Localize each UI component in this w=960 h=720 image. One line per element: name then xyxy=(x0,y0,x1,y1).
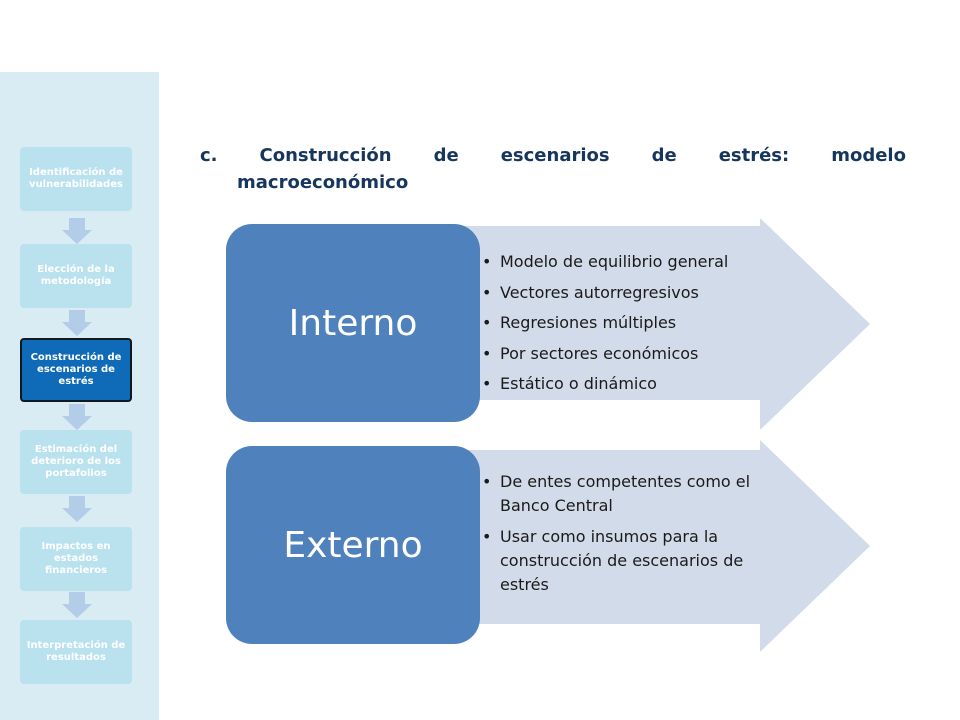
step-interpretacion[interactable]: Interpretación de resultados xyxy=(20,620,132,684)
down-arrow-icon xyxy=(62,218,92,244)
heading-prefix: c. xyxy=(200,145,218,166)
heading-line-1: c. Construcción de escenarios de estrés:… xyxy=(200,142,906,169)
interno-bullet-list: Modelo de equilibrio general Vectores au… xyxy=(478,247,798,400)
list-item: Regresiones múltiples xyxy=(478,308,798,339)
heading-word: modelo xyxy=(831,145,906,166)
step-label: Estimación del deterioro de los portafol… xyxy=(31,444,121,479)
step-label: Construcción de escenarios de estrés xyxy=(30,352,122,387)
down-arrow-icon xyxy=(62,592,92,618)
list-item: Modelo de equilibrio general xyxy=(478,247,798,278)
down-arrow-icon xyxy=(62,496,92,522)
step-estimacion[interactable]: Estimación del deterioro de los portafol… xyxy=(20,430,132,494)
category-interno[interactable]: Interno xyxy=(226,224,480,422)
list-item: Por sectores económicos xyxy=(478,339,798,370)
heading-word: estrés: xyxy=(718,145,790,166)
step-identificacion[interactable]: Identificación de vulnerabilidades xyxy=(20,147,132,211)
category-title: Externo xyxy=(283,524,423,566)
slide-heading: c. Construcción de escenarios de estrés:… xyxy=(200,142,906,196)
process-sidebar: Identificación de vulnerabilidades Elecc… xyxy=(0,72,159,720)
heading-word: de xyxy=(651,145,677,166)
step-impactos[interactable]: Impactos en estados financieros xyxy=(20,527,132,591)
heading-word: de xyxy=(433,145,459,166)
category-externo[interactable]: Externo xyxy=(226,446,480,644)
step-label: Interpretación de resultados xyxy=(26,640,126,663)
list-item: Estático o dinámico xyxy=(478,369,798,400)
step-construccion[interactable]: Construcción de escenarios de estrés xyxy=(20,338,132,402)
step-label: Impactos en estados financieros xyxy=(41,541,111,576)
step-eleccion[interactable]: Elección de la metodología xyxy=(20,244,132,308)
list-item: Usar como insumos para la construcción d… xyxy=(478,525,778,597)
heading-word: escenarios xyxy=(500,145,610,166)
step-label: Elección de la metodología xyxy=(37,264,115,287)
heading-line-2: macroeconómico xyxy=(237,172,409,193)
list-item: De entes competentes como el Banco Centr… xyxy=(478,470,778,518)
category-title: Interno xyxy=(288,302,418,344)
externo-bullet-list: De entes competentes como el Banco Centr… xyxy=(478,470,778,604)
heading-word: Construcción xyxy=(259,145,392,166)
list-item: Vectores autorregresivos xyxy=(478,278,798,309)
step-label: Identificación de vulnerabilidades xyxy=(29,167,123,190)
down-arrow-icon xyxy=(62,404,92,430)
down-arrow-icon xyxy=(62,310,92,336)
